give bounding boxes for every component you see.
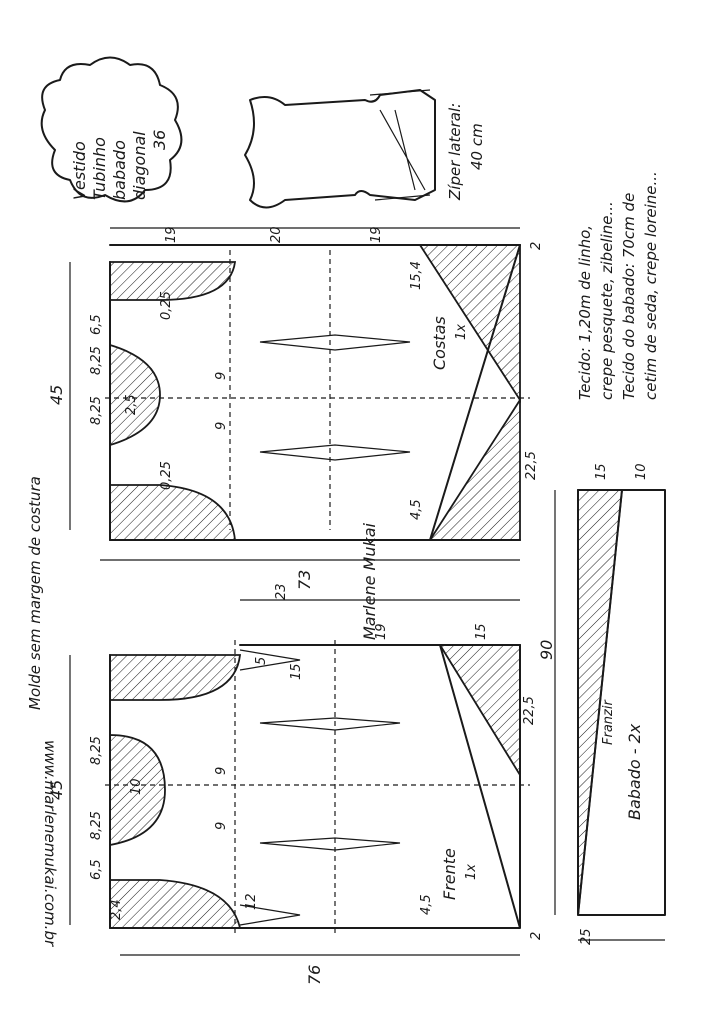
measurement-label: 23: [274, 583, 289, 600]
measurement-label: cetim de seda, crepe loreine...: [642, 171, 660, 400]
measurement-label: 8,25: [89, 736, 104, 765]
measurement-label: 6,5: [89, 314, 104, 335]
measurement-label: 10: [129, 778, 144, 795]
measurement-label: 6,5: [89, 859, 104, 880]
measurement-label: 40 cm: [468, 123, 486, 170]
title-line2: Tubinho: [90, 137, 109, 200]
measurement-label: 19: [164, 226, 179, 243]
zipper-note: Zíper lateral: 40 cm: [446, 103, 486, 201]
title-line1: Vestido: [70, 141, 89, 200]
measurement-label: 0,25: [159, 461, 174, 490]
measurement-label: 9: [214, 767, 229, 775]
title-size: 36: [150, 130, 169, 150]
title-line3: babado: [110, 140, 129, 200]
measurement-label: 9: [214, 372, 229, 380]
measurement-label: crepe pesquete, zibeline...: [598, 201, 616, 400]
measurement-label: 2: [529, 932, 544, 940]
measurement-label: Tecido: 1,20m de linho,: [576, 225, 594, 400]
measurement-label: 20: [269, 226, 284, 243]
gather-label: Franzir: [601, 699, 616, 745]
measurement-label: 22,5: [522, 696, 537, 725]
website-url: www.marlenemukai.com.br: [41, 740, 59, 947]
back-pattern-piece: 45 73 19 20 19 22,5 2 6,5 8,25 8,25 2,5 …: [47, 226, 544, 590]
measurement-label: 15: [594, 463, 609, 480]
measurement-label: 2: [529, 242, 544, 250]
measurement-label: Tecido do babado: 70cm de: [620, 193, 638, 400]
measurement-label: 4,5: [419, 894, 434, 915]
measurement-label: 73: [295, 570, 314, 590]
ruffle-piece-label: Babado - 2x: [625, 723, 644, 820]
measurement-label: 90: [537, 640, 556, 660]
measurement-label: 1x: [454, 324, 469, 340]
measurement-label: 45: [47, 780, 66, 800]
measurement-label: 8,25: [89, 811, 104, 840]
dress-sketch: [244, 89, 436, 209]
measurement-label: 15: [289, 663, 304, 680]
measurement-label: 5: [254, 657, 269, 665]
measurement-label: 76: [305, 965, 324, 985]
signature: Marlene Mukai: [360, 522, 379, 640]
measurement-label: Zíper lateral:: [446, 103, 464, 201]
measurement-label: 45: [47, 385, 66, 405]
front-piece-label: Frente: [440, 848, 459, 900]
measurement-label: 22,5: [524, 451, 539, 480]
measurement-label: 15: [474, 623, 489, 640]
measurement-label: 8,25: [89, 396, 104, 425]
title-cloud: Vestido Tubinho babado diagonal 36: [40, 56, 183, 203]
measurement-label: 1x: [464, 864, 479, 880]
measurement-label: 9: [214, 822, 229, 830]
measurement-label: 19: [374, 623, 389, 640]
ruffle-pattern-piece: 90 15 10 25 Franzir Babado - 2x: [537, 463, 666, 945]
fabric-note: Tecido: 1,20m de linho, crepe pesquete, …: [576, 171, 660, 400]
back-piece-label: Costas: [430, 316, 449, 370]
measurement-label: 8,25: [89, 346, 104, 375]
measurement-label: 15,4: [409, 261, 424, 290]
seam-allowance-note: Molde sem margem de costura: [26, 476, 44, 710]
measurement-label: 12: [244, 893, 259, 910]
measurement-label: 19: [369, 226, 384, 243]
measurement-label: 25: [579, 928, 594, 945]
title-line4: diagonal: [130, 131, 149, 200]
measurement-label: 2,4: [109, 899, 124, 920]
measurement-label: 2,5: [124, 394, 139, 415]
measurement-label: 10: [634, 463, 649, 480]
front-pattern-piece: 45 76 23 19 15 22,5 2 6,5 8,25 8,25 10 9…: [47, 583, 544, 985]
measurement-label: 9: [214, 422, 229, 430]
measurement-label: 4,5: [409, 499, 424, 520]
measurement-label: 0,25: [159, 291, 174, 320]
